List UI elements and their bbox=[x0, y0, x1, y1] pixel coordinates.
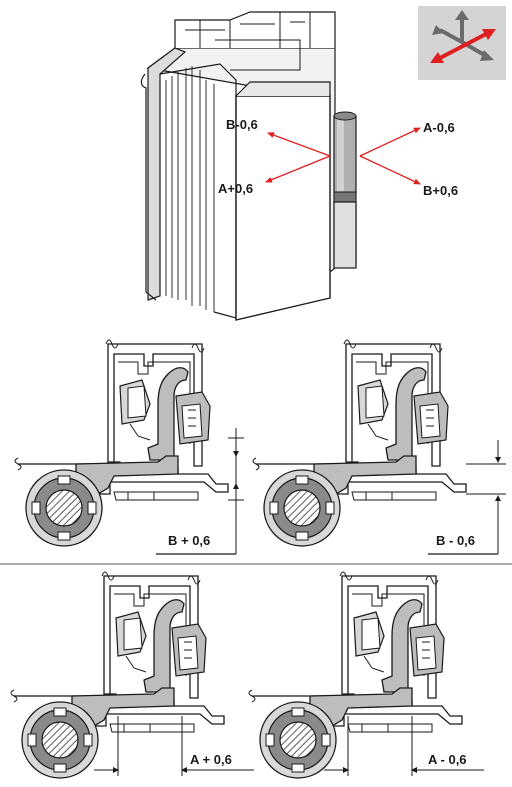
panel-a-minus bbox=[248, 571, 484, 779]
panel-b-minus bbox=[252, 339, 506, 555]
label-b-minus: B-0,6 bbox=[226, 117, 258, 132]
adjustment-directions-icon bbox=[418, 6, 506, 80]
label-a-plus: A+0,6 bbox=[218, 181, 253, 196]
panel-label-a-minus: A - 0,6 bbox=[428, 752, 467, 767]
panel-b-plus bbox=[14, 339, 244, 555]
panel-label-a-plus: A + 0,6 bbox=[190, 752, 232, 767]
panel-a-plus bbox=[10, 571, 254, 779]
adjustment-arrows bbox=[265, 127, 421, 185]
label-a-minus: A-0,6 bbox=[423, 120, 455, 135]
hinge-isometric-view: B-0,6 A+0,6 A-0,6 B+0,6 bbox=[140, 11, 458, 321]
label-b-plus: B+0,6 bbox=[423, 183, 458, 198]
panel-label-b-minus: B - 0,6 bbox=[436, 533, 475, 548]
panel-label-b-plus: B + 0,6 bbox=[168, 533, 210, 548]
